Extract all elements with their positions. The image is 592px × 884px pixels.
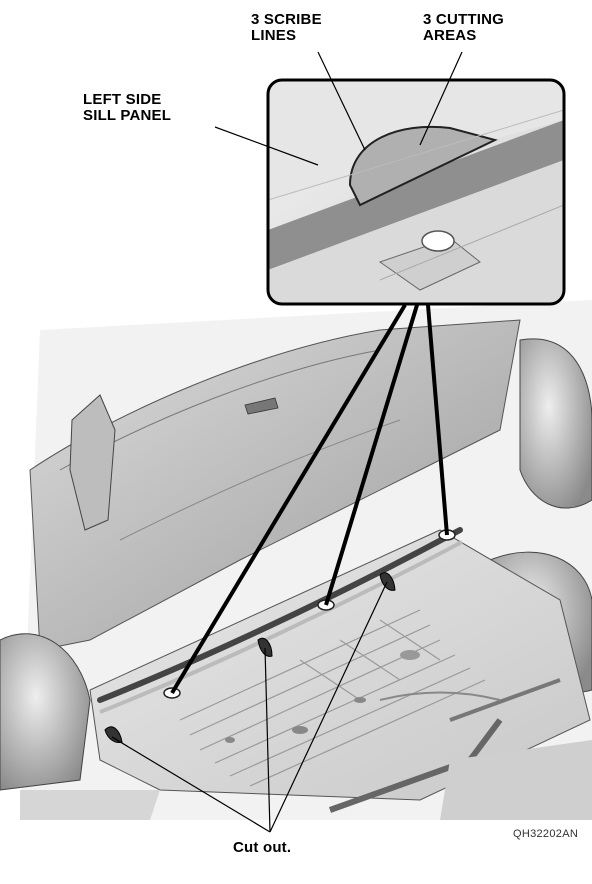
sill-panel-label-line2: SILL PANEL [83, 107, 172, 124]
scribe-leader-lines [170, 303, 449, 695]
figure-id: QH32202AN [513, 828, 579, 840]
scribe-lines-label-line2: LINES [251, 27, 297, 44]
vehicle-body [0, 300, 592, 820]
label-leader-lines [214, 51, 463, 166]
cut-out-label: Cut out. [233, 839, 292, 856]
cutting-areas-label: 3 CUTTING AREAS [423, 12, 504, 44]
cutting-areas-label-line2: AREAS [423, 27, 477, 44]
cutting-areas-label-line1: 3 CUTTING [423, 11, 504, 28]
scribe-lines-label-line1: 3 SCRIBE [251, 11, 322, 28]
scribe-lines-label: 3 SCRIBE LINES [251, 12, 322, 44]
cut-out-leader-lines [111, 581, 388, 833]
sill-panel-label: LEFT SIDE SILL PANEL [83, 92, 171, 124]
sill-panel-label-line1: LEFT SIDE [83, 91, 162, 108]
detail-inset [266, 78, 566, 306]
